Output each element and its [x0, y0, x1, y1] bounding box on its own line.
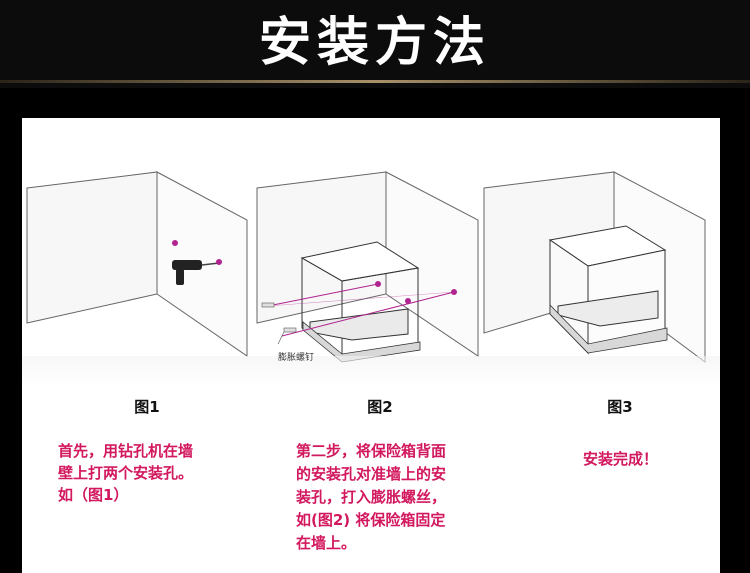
description-line: 第二步，将保险箱背面: [296, 442, 447, 460]
safe-outline: [300, 241, 421, 363]
bolt-marker: [375, 281, 381, 287]
figure-2-label: 图2: [367, 398, 393, 416]
bolt-marker: [405, 298, 411, 304]
description-line: 壁上打两个安装孔。: [58, 464, 194, 482]
figure-2-illustration: [256, 171, 479, 363]
figure-1-description: 首先，用钻孔机在墙 壁上打两个安装孔。 如（图1）: [58, 440, 193, 506]
bolt-icon: [261, 302, 297, 333]
figure-2-description: 第二步，将保险箱背面 的安装孔对准墙上的安 装孔，打入膨胀螺丝， 如(图2) 将…: [296, 440, 446, 555]
header-divider: [0, 80, 750, 83]
figure-1-label: 图1: [134, 398, 160, 416]
figure-1-illustration: [26, 171, 248, 357]
description-line: 安装完成！: [583, 450, 659, 468]
description-line: 装孔，打入膨胀螺丝，: [296, 488, 447, 506]
safe-installed: [548, 225, 668, 355]
drill-icon: [172, 260, 220, 285]
description-line: 在墙上。: [296, 534, 357, 552]
description-line: 如（图1）: [58, 486, 129, 504]
figure-3-description: 安装完成！: [583, 448, 658, 470]
header-banner: 安装方法: [0, 0, 750, 88]
bolt-annotation: 膨胀螺钉: [278, 353, 315, 363]
description-line: 如(图2) 将保险箱固定: [296, 511, 446, 529]
description-line: 的安装孔对准墙上的安: [296, 465, 447, 483]
illustration-strip: [22, 171, 720, 388]
page-title: 安装方法: [258, 13, 491, 73]
drill-hole-marker: [172, 240, 178, 246]
figure-3-illustration: [483, 171, 706, 363]
drill-hole-marker: [216, 259, 222, 265]
figure-3-label: 图3: [607, 398, 633, 416]
instruction-panel: 膨胀螺钉 图1 图2 图3 首先，用钻孔机在墙 壁上打两个安装孔。 如（图1） …: [22, 118, 720, 573]
bolt-marker: [451, 289, 457, 295]
description-line: 首先，用钻孔机在墙: [58, 442, 194, 460]
